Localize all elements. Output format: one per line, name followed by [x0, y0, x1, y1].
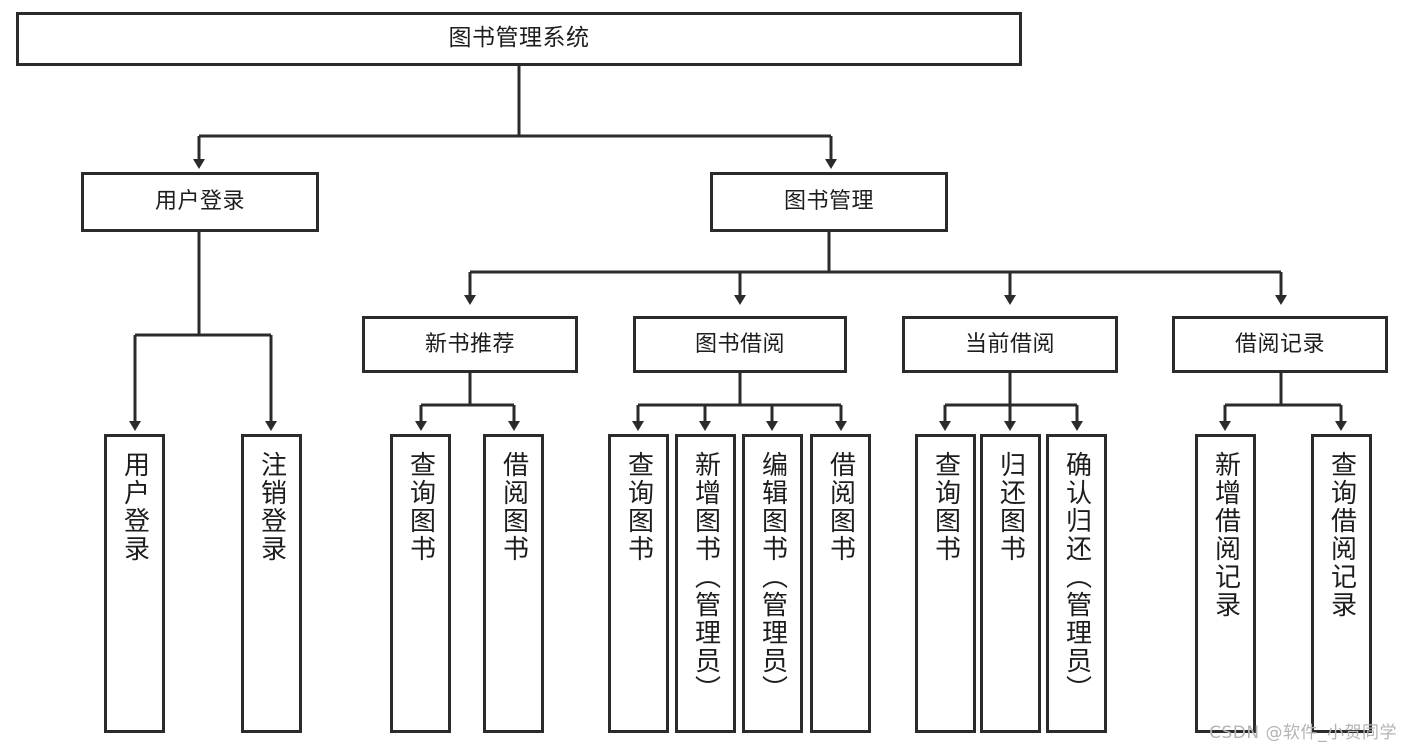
node-current-borrow[interactable]: 当前借阅	[902, 316, 1118, 373]
node-book-management[interactable]: 图书管理	[710, 172, 948, 232]
node-label: 借阅记录	[1234, 331, 1325, 357]
node-label: 新增借阅记录	[1210, 451, 1241, 619]
node-label: 归还图书	[995, 451, 1026, 563]
node-label: 当前借阅	[964, 331, 1055, 357]
leaf-book-borrow-add-admin[interactable]: 新增图书（管理员）	[675, 434, 736, 733]
node-label: 图书管理	[783, 189, 874, 215]
node-root-system[interactable]: 图书管理系统	[16, 12, 1022, 66]
node-label: 查询图书	[405, 451, 436, 563]
leaf-new-book-query[interactable]: 查询图书	[390, 434, 451, 733]
node-label: 图书借阅	[694, 331, 785, 357]
leaf-current-borrow-confirm-admin[interactable]: 确认归还（管理员）	[1046, 434, 1107, 733]
node-new-book-recommend[interactable]: 新书推荐	[362, 316, 578, 373]
node-label: 新增图书（管理员）	[690, 451, 721, 703]
node-label: 借阅图书	[498, 451, 529, 563]
leaf-current-borrow-return[interactable]: 归还图书	[980, 434, 1041, 733]
node-label: 查询图书	[930, 451, 961, 563]
node-label: 查询借阅记录	[1326, 451, 1357, 619]
leaf-current-borrow-query[interactable]: 查询图书	[915, 434, 976, 733]
leaf-book-borrow-edit-admin[interactable]: 编辑图书（管理员）	[742, 434, 803, 733]
node-user-login[interactable]: 用户登录	[81, 172, 319, 232]
node-book-borrow[interactable]: 图书借阅	[633, 316, 847, 373]
node-label: 新书推荐	[424, 331, 515, 357]
leaf-book-borrow-borrow[interactable]: 借阅图书	[810, 434, 871, 733]
leaf-user-login-login[interactable]: 用户登录	[104, 434, 165, 733]
node-label: 查询图书	[623, 451, 654, 563]
leaf-user-login-logout[interactable]: 注销登录	[241, 434, 302, 733]
leaf-book-borrow-query[interactable]: 查询图书	[608, 434, 669, 733]
node-label: 用户登录	[154, 189, 245, 215]
node-label: 用户登录	[119, 451, 150, 563]
node-label: 图书管理系统	[448, 25, 590, 52]
node-label: 借阅图书	[825, 451, 856, 563]
node-label: 注销登录	[256, 451, 287, 563]
leaf-new-book-borrow[interactable]: 借阅图书	[483, 434, 544, 733]
node-label: 编辑图书（管理员）	[757, 451, 788, 703]
node-borrow-record[interactable]: 借阅记录	[1172, 316, 1388, 373]
csdn-watermark: CSDN @软件_小贺同学	[1209, 723, 1397, 743]
leaf-borrow-record-query[interactable]: 查询借阅记录	[1311, 434, 1372, 733]
leaf-borrow-record-add[interactable]: 新增借阅记录	[1195, 434, 1256, 733]
node-label: 确认归还（管理员）	[1061, 451, 1092, 703]
